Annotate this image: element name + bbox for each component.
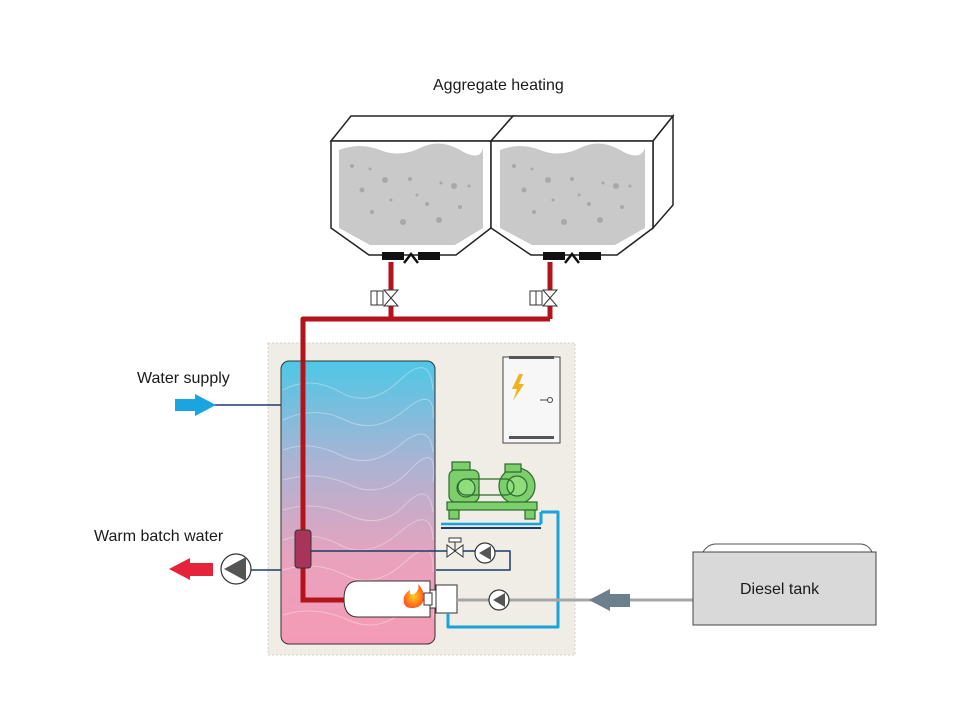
heat-exchanger — [294, 529, 312, 569]
water-pipe-network — [213, 404, 693, 629]
warm-water-out-arrow — [169, 558, 213, 580]
warm-batch-water-label: Warm batch water — [94, 528, 224, 545]
water-supply-label: Water supply — [137, 370, 230, 387]
motor-pump-icon — [446, 461, 538, 520]
aggregate-hopper-right — [489, 113, 675, 264]
pump-icon[interactable] — [220, 553, 252, 585]
valve-icon[interactable] — [370, 289, 400, 307]
pump-icon[interactable] — [474, 542, 496, 564]
diesel-tank-label: Diesel tank — [740, 581, 820, 598]
heating-coil-pipe — [300, 361, 346, 603]
valve-icon[interactable] — [446, 537, 464, 558]
pump-icon[interactable] — [488, 589, 510, 611]
valve-icon[interactable] — [529, 289, 559, 307]
hot-water-storage-tank — [280, 360, 436, 645]
diesel-feed-arrow — [589, 589, 630, 611]
diagram-title: Aggregate heating — [433, 77, 564, 94]
electric-cabinet-icon — [502, 356, 561, 444]
diesel-tank — [692, 543, 877, 626]
burner-flame-icon — [403, 584, 424, 608]
diesel-burner — [343, 580, 458, 618]
aggregate-hopper-left — [329, 115, 515, 264]
water-supply-arrow — [175, 394, 216, 416]
